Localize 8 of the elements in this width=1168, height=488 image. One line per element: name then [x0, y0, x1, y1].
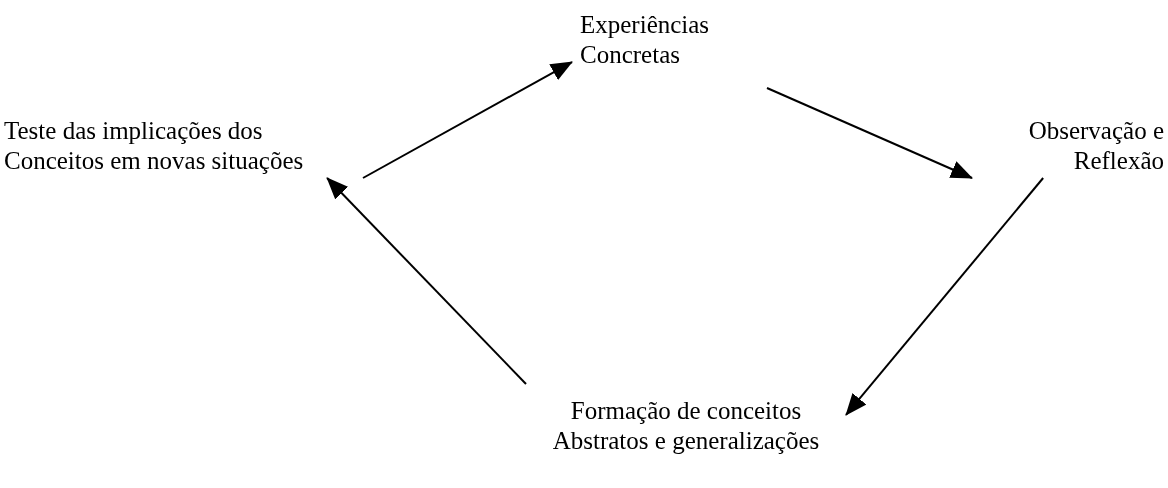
stage-label: Experiências Concretas	[580, 10, 711, 70]
stage-label: Teste das implicações dos Conceitos em novas situações	[4, 116, 305, 176]
arrow	[845, 177, 1045, 416]
arrow	[362, 61, 573, 179]
arrow	[766, 87, 973, 179]
stage-label: Observação e Reflexão	[1027, 116, 1164, 176]
arrow	[326, 177, 527, 385]
stage-label: Formação de conceitos Abstratos e generalizações	[551, 396, 821, 456]
